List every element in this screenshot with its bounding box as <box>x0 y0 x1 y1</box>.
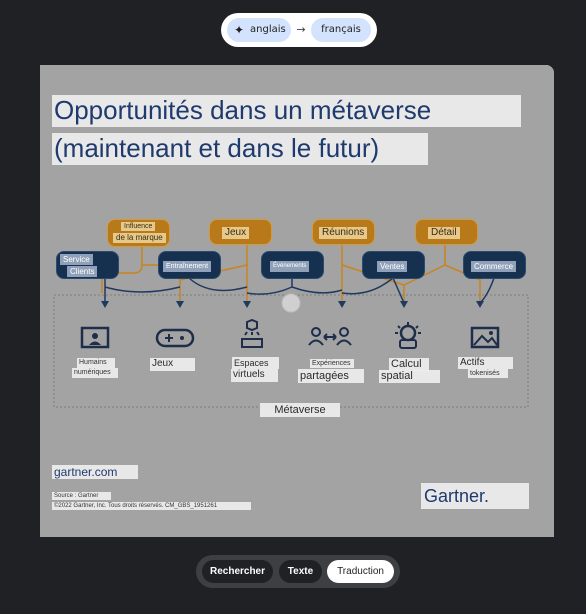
category-label-5a: Calcul <box>389 358 429 371</box>
virtual-space-icon <box>241 319 263 348</box>
metaverse-label: Métaverse <box>260 403 340 417</box>
text-mode-button[interactable]: Texte <box>279 560 322 583</box>
hub-node <box>281 293 301 313</box>
target-language-button[interactable]: français <box>311 18 371 42</box>
node-retail: Détail <box>415 219 478 245</box>
category-label-6b: tokenisés <box>468 369 508 378</box>
connector-gold-8 <box>403 264 446 286</box>
connector-navy-8 <box>479 277 495 304</box>
arrow-right-icon: → <box>296 23 306 36</box>
search-mode-button[interactable]: Rechercher <box>202 560 273 583</box>
connector-gold-7 <box>444 245 481 303</box>
source-language-label: anglais <box>250 24 286 35</box>
slide-title-line2: (maintenant et dans le futur) <box>52 133 428 165</box>
node-events: Événements <box>261 251 324 279</box>
category-label-5b: spatial <box>379 370 440 383</box>
gamepad-icon <box>155 328 195 348</box>
node-customer-service: Service Clients <box>56 251 119 279</box>
spatial-computing-icon <box>395 322 421 349</box>
copyright-label: ©2022 Gartner, Inc. Tous droits réservés… <box>52 502 251 510</box>
translated-image: Opportunités dans un métaverse (maintena… <box>40 65 554 537</box>
category-label-3b: virtuels <box>231 369 278 382</box>
category-label-4a: Expériences <box>310 359 354 368</box>
category-label-1a: Humains <box>77 358 115 368</box>
category-label-4b: partagées <box>298 369 364 383</box>
node-meetings: Réunions <box>312 219 375 245</box>
connector-gold-1 <box>101 246 143 293</box>
connector-navy-4 <box>246 278 293 295</box>
node-commerce: Commerce <box>463 251 526 279</box>
category-label-3a: Espaces <box>232 357 279 369</box>
node-brand-influence: Influence de la marque <box>107 219 170 247</box>
node-sales: Ventes <box>362 251 425 279</box>
language-selector-bar: ✦ anglais → français <box>221 13 377 47</box>
auto-detect-sparkle-icon: ✦ <box>234 23 245 37</box>
translate-mode-button[interactable]: Traduction <box>327 560 394 583</box>
shared-experience-icon <box>308 327 352 346</box>
website-label: gartner.com <box>52 465 138 479</box>
category-label-6a: Actifs <box>458 357 513 369</box>
tokenized-asset-icon <box>470 326 500 349</box>
slide-title-line1: Opportunités dans un métaverse <box>52 95 521 127</box>
brand-logo-text: Gartner. <box>421 483 529 509</box>
digital-human-icon <box>80 326 110 349</box>
connector-navy-2 <box>104 286 181 293</box>
source-language-button[interactable]: ✦ anglais <box>227 18 291 42</box>
category-label-2: Jeux <box>150 358 195 371</box>
node-games: Jeux <box>209 219 272 245</box>
lens-mode-toolbar: Rechercher Texte Traduction <box>196 555 400 588</box>
connector-navy-3 <box>188 277 248 292</box>
category-label-1b: numériques <box>72 368 118 378</box>
node-training: Entraînement <box>158 251 221 279</box>
source-label: Source : Gartner <box>52 492 111 500</box>
connector-navy-5 <box>291 286 343 294</box>
connector-navy-6 <box>341 277 394 295</box>
connector-navy-7 <box>392 277 405 304</box>
target-language-label: français <box>321 24 361 35</box>
